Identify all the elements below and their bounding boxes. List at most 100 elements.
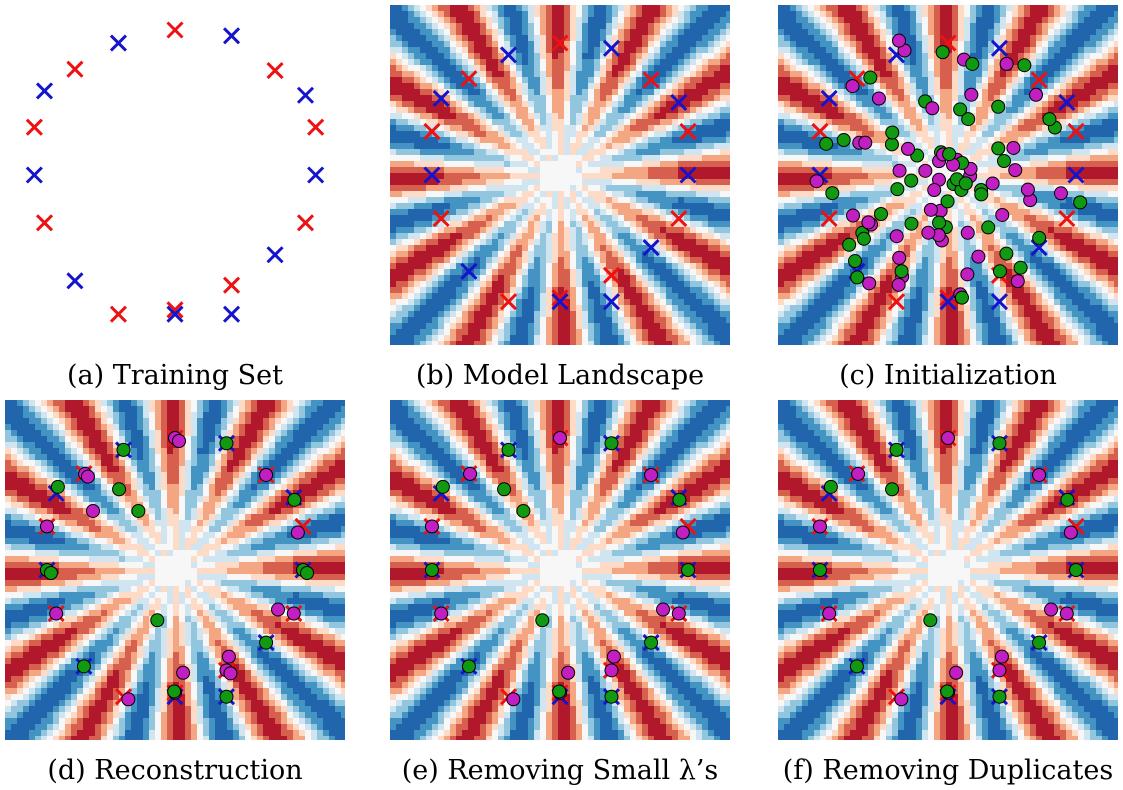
plot-reconstruction (5, 400, 345, 740)
training-point-red (25, 118, 43, 136)
training-point-blue (679, 166, 697, 184)
reconstruction-point (999, 56, 1014, 71)
reconstruction-point (851, 466, 866, 481)
reconstruction-point (656, 602, 671, 617)
training-point-blue (939, 293, 957, 311)
training-point-red (296, 214, 315, 232)
reconstruction-point (960, 225, 975, 240)
plot-canvas (25, 21, 325, 323)
reconstruction-point (961, 112, 976, 127)
reconstruction-point (271, 602, 286, 617)
reconstruction-point (992, 689, 1007, 704)
reconstruction-point (672, 492, 687, 507)
reconstruction-point (809, 174, 824, 189)
reconstruction-point (1044, 602, 1059, 617)
reconstruction-point (85, 503, 100, 518)
training-point-red (499, 293, 518, 311)
reconstruction-point (463, 466, 478, 481)
reconstruction-point (1073, 195, 1088, 210)
reconstruction-point (991, 99, 1006, 114)
model-landscape-contour (778, 400, 1118, 740)
training-point-blue (460, 262, 478, 280)
reconstruction-point (80, 469, 95, 484)
reconstruction-point (932, 215, 947, 230)
reconstruction-point (904, 216, 919, 231)
training-point-blue (602, 293, 621, 311)
reconstruction-point (1010, 274, 1025, 289)
reconstruction-point (927, 183, 942, 198)
reconstruction-point (43, 566, 58, 580)
training-point-blue (307, 166, 325, 184)
caption-removing-duplicates: (f) Removing Duplicates (782, 755, 1114, 786)
reconstruction-point (940, 194, 955, 209)
reconstruction-point (850, 270, 865, 285)
reconstruction-point (1063, 525, 1078, 540)
plot-initialization (778, 5, 1118, 345)
reconstruction-point (1017, 58, 1032, 73)
reconstruction-point (845, 79, 860, 94)
training-point-blue (66, 272, 84, 290)
reconstruction-point (176, 665, 191, 680)
reconstruction-point (856, 231, 871, 246)
reconstruction-point (819, 136, 834, 151)
reconstruction-point (223, 666, 238, 681)
reconstruction-point (871, 91, 886, 106)
training-point-red (602, 266, 621, 284)
reconstruction-point (644, 635, 659, 650)
reconstruction-point (904, 173, 919, 188)
reconstruction-point (671, 606, 686, 621)
reconstruction-point (996, 154, 1011, 169)
reconstruction-point (150, 613, 165, 628)
training-point-blue (670, 93, 688, 111)
reconstruction-point (874, 207, 889, 222)
training-point-red (222, 276, 241, 294)
reconstruction-point (516, 503, 531, 518)
training-point-red (307, 118, 325, 136)
reconstruction-point (884, 137, 899, 152)
training-point-red (66, 60, 84, 78)
reconstruction-point (964, 87, 979, 102)
reconstruction-point (424, 519, 439, 534)
training-point-blue (423, 166, 441, 184)
reconstruction-point (259, 467, 274, 482)
reconstruction-point (861, 215, 876, 230)
reconstruction-point (219, 436, 234, 451)
reconstruction-point (901, 141, 916, 156)
reconstruction-point (1042, 112, 1057, 127)
reconstruction-point (923, 613, 938, 628)
reconstruction-point (858, 135, 873, 150)
plot-canvas (778, 400, 1118, 740)
reconstruction-point (894, 692, 909, 707)
reconstruction-point (1069, 563, 1084, 577)
reconstruction-point (958, 176, 973, 191)
caption-model-landscape: (b) Model Landscape (415, 360, 705, 391)
plot-canvas (390, 5, 730, 345)
reconstruction-point (892, 33, 907, 48)
training-point-red (939, 289, 957, 307)
reconstruction-point (953, 102, 968, 117)
caption-removing-small-lambdas: (e) Removing Small λ’s (401, 755, 719, 786)
reconstruction-point (991, 141, 1006, 156)
training-point-blue (266, 246, 284, 264)
reconstruction-point (424, 563, 439, 577)
reconstruction-point (842, 237, 857, 252)
model-landscape-contour (5, 400, 345, 740)
training-point-blue (222, 27, 241, 45)
training-point-blue (602, 39, 621, 57)
training-point-blue (551, 293, 569, 311)
training-point-red (551, 289, 569, 307)
training-point-blue (642, 239, 660, 257)
reconstruction-point (892, 250, 907, 265)
training-point-red (460, 70, 478, 88)
training-point-red (423, 122, 441, 141)
training-point-blue (990, 39, 1009, 57)
reconstruction-point (535, 613, 550, 628)
training-point-red (551, 34, 569, 52)
reconstruction-point (981, 220, 996, 235)
training-point-blue (1058, 93, 1076, 111)
reconstruction-point (552, 684, 567, 699)
reconstruction-point (1006, 140, 1021, 155)
reconstruction-point (954, 290, 969, 305)
reconstruction-point (825, 186, 840, 201)
training-point-blue (25, 166, 43, 184)
